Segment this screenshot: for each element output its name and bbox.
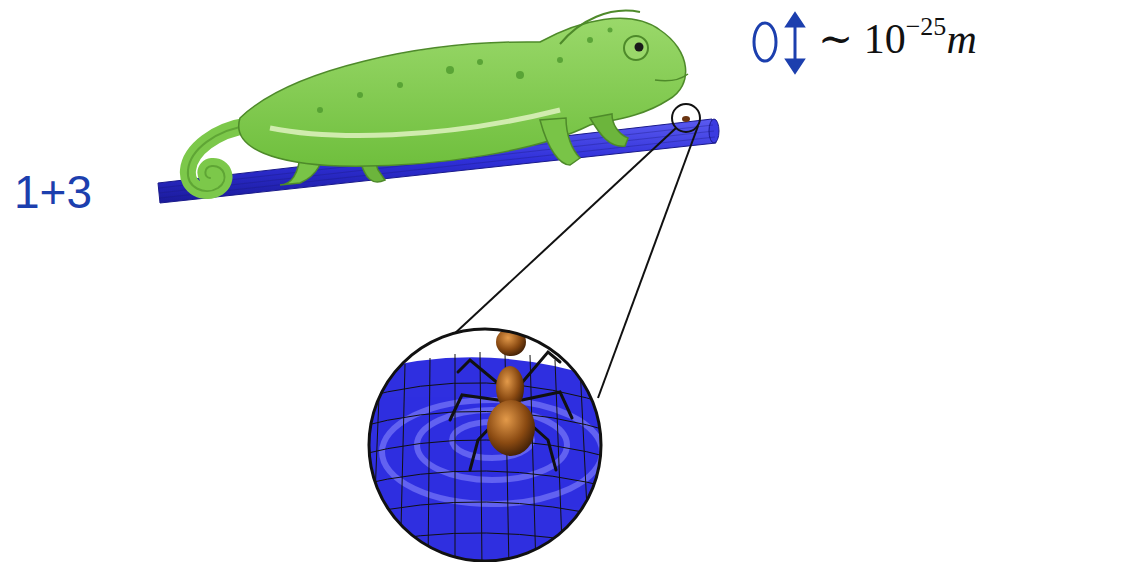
ant-small [682,116,690,122]
size-exponent: −25 [906,12,947,41]
inset-circle [369,329,601,561]
chameleon [188,11,688,191]
size-unit: m [946,16,976,62]
size-base: ∼ 10 [818,16,906,62]
compact-circle [754,23,776,61]
zoom-line [452,128,676,336]
size-arrow [787,14,803,72]
size-label: ∼ 10−25m [818,14,977,63]
zoom-circle [672,104,700,132]
zoom-line [598,126,698,398]
dimension-label: 1+3 [14,165,92,219]
inset [355,306,620,562]
